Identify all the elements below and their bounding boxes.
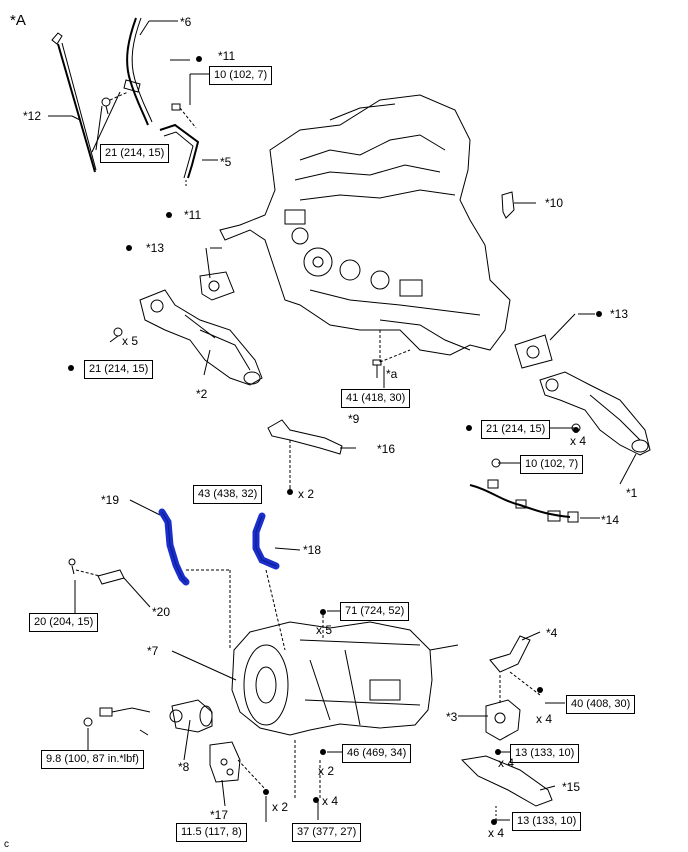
oil-level-gauge-drawing [51, 32, 97, 173]
gasket-13-right-drawing [514, 334, 553, 369]
torque-21-left: 21 (214, 15) [84, 360, 154, 379]
callout-18: *18 [303, 543, 322, 557]
qty-x4-40: x 4 [536, 712, 553, 726]
bolt-markers [263, 427, 579, 825]
qty-x4-37: x 4 [322, 794, 339, 808]
callout-2: *2 [196, 387, 208, 401]
callout-17: *17 [210, 808, 229, 822]
torque-13-upper: 13 (133, 10) [510, 744, 580, 763]
qty-x4-13: x 4 [498, 756, 515, 770]
qty-x2-17: x 2 [272, 800, 289, 814]
torque-13-lower: 13 (133, 10) [512, 812, 582, 831]
callout-4: *4 [546, 626, 558, 640]
qty-x5-left: x 5 [122, 334, 139, 348]
torque-21-right: 21 (214, 15) [481, 420, 551, 439]
crossmember-15-drawing [460, 755, 553, 820]
callout-8: *8 [178, 760, 190, 774]
hose-18-drawing [252, 512, 280, 570]
qty-x4-bottom: x 4 [488, 826, 505, 840]
dashed-leaders [186, 569, 324, 800]
callout-12: *12 [23, 109, 42, 123]
torque-37: 37 (377, 27) [292, 823, 362, 842]
mount-insulator-3-drawing [485, 699, 521, 741]
wire-harness-14-drawing [469, 458, 579, 523]
reuse-dot-21-right [466, 425, 472, 431]
callout-7: *7 [147, 644, 159, 658]
mount-bracket-4-drawing [489, 635, 541, 705]
bolt-a-drawing [372, 359, 382, 378]
callout-13-upper: *13 [146, 241, 165, 255]
qty-x2-16: x 2 [298, 487, 315, 501]
corner-code: c [4, 839, 9, 850]
bracket-10-drawing [501, 191, 515, 219]
torque-40: 40 (408, 30) [566, 695, 636, 714]
callout-5: *5 [220, 155, 232, 169]
torque-46: 46 (469, 34) [342, 744, 412, 763]
view-label: *A [10, 12, 26, 29]
transmission-7-drawing [231, 621, 459, 736]
torque-41: 41 (418, 30) [341, 389, 411, 408]
qty-x5-71: x 5 [316, 623, 333, 637]
callout-6: *6 [180, 15, 192, 29]
bracket-17-drawing [209, 741, 267, 791]
bracket-16-drawing [267, 419, 343, 488]
reuse-dot-21-left [68, 365, 74, 371]
torque-9-8: 9.8 (100, 87 in.*lbf) [41, 750, 144, 769]
reuse-dot-11-bottom [166, 212, 172, 218]
callout-13-right: *13 [610, 307, 629, 321]
torque-43: 43 (438, 32) [193, 485, 263, 504]
nut-x5-drawing [113, 327, 123, 337]
callout-15: *15 [562, 780, 581, 794]
qty-x4-right: x 4 [570, 434, 587, 448]
callout-a: *a [386, 367, 398, 381]
callout-3: *3 [446, 710, 458, 724]
callout-11-bottom: *11 [184, 208, 202, 222]
callout-14: *14 [601, 513, 620, 527]
qty-x2-46: x 2 [318, 764, 335, 778]
torque-11-5: 11.5 (117, 8) [176, 823, 247, 842]
callout-1: *1 [626, 486, 638, 500]
callout-10: *10 [545, 196, 564, 210]
callout-11-top: *11 [218, 49, 236, 63]
hose-5-drawing [159, 103, 200, 186]
exhaust-manifold-1-drawing [539, 371, 651, 456]
starter-wire-drawing [83, 707, 151, 736]
torque-10-right: 10 (102, 7) [520, 455, 584, 474]
reuse-dot-13-right [596, 311, 602, 317]
callout-19: *19 [101, 493, 120, 507]
engine-assembly-drawing [219, 94, 511, 363]
reuse-dot-11-top [196, 56, 202, 62]
torque-20: 20 (204, 15) [29, 613, 99, 632]
hose-19-drawing [158, 508, 190, 586]
torque-21-upper: 21 (214, 15) [100, 144, 170, 163]
bracket-20-drawing [68, 558, 125, 585]
callout-20: *20 [152, 605, 171, 619]
reuse-dot-13-upper [126, 245, 132, 251]
callout-16: *16 [377, 442, 396, 456]
torque-10-upper: 10 (102, 7) [209, 66, 273, 85]
oil-level-gauge-guide-drawing [123, 17, 153, 126]
leader-lines [48, 20, 637, 822]
torque-71: 71 (724, 52) [340, 602, 410, 621]
exhaust-manifold-2-drawing [139, 289, 263, 386]
callout-9: *9 [348, 412, 360, 426]
starter-8-drawing [169, 699, 213, 733]
gasket-13-upper-drawing [199, 271, 235, 301]
bolt-6-drawing [101, 91, 129, 115]
